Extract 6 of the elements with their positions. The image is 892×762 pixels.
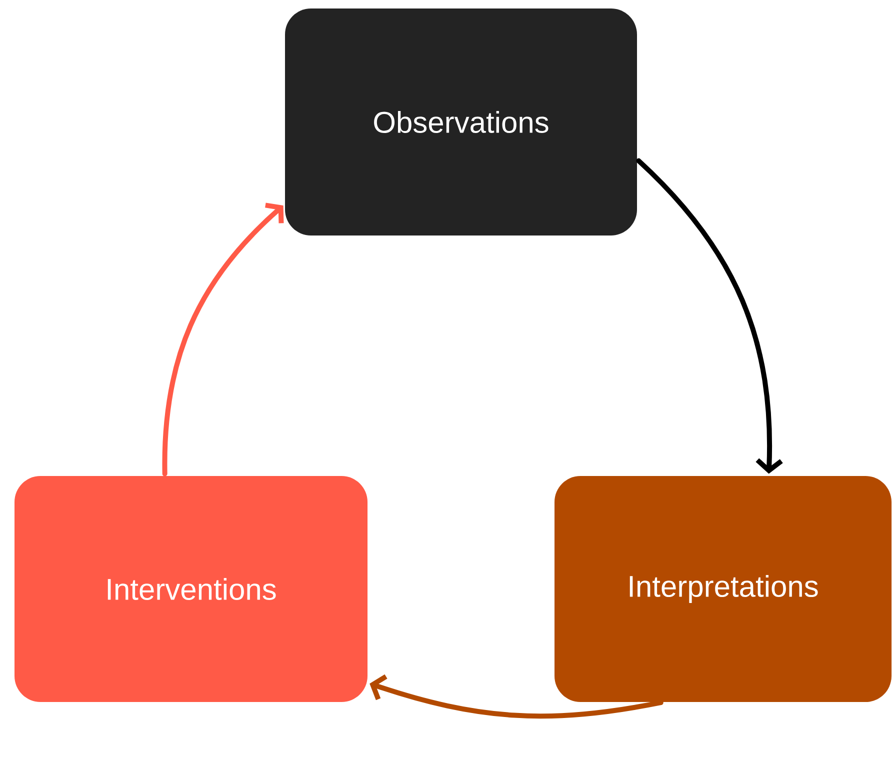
arrow [162,202,284,476]
process-box: Observations [285,8,637,236]
arrow [636,158,783,474]
arrow [370,674,664,719]
process-box: Interventions [14,476,368,702]
process-box: Interpretations [554,476,892,702]
